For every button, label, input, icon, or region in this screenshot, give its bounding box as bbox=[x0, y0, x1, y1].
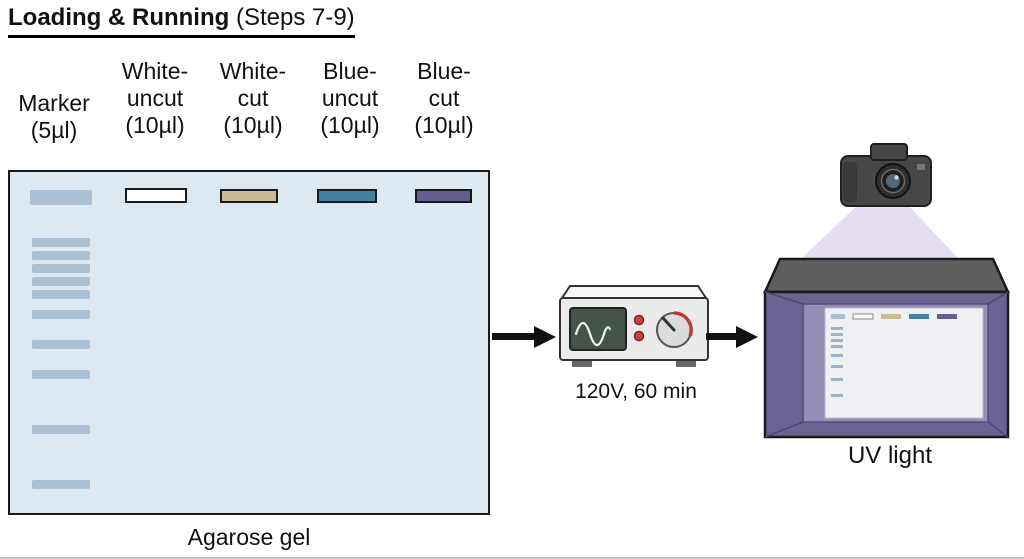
arrow-to-uv-chamber-head bbox=[736, 326, 758, 348]
marker-band bbox=[32, 310, 90, 319]
marker-band bbox=[32, 480, 90, 489]
sine-wave-icon bbox=[574, 321, 612, 347]
marker-band bbox=[32, 340, 90, 349]
power-supply-foot bbox=[676, 361, 696, 367]
uv-chamber-illustration bbox=[763, 143, 1010, 439]
well-white-cut bbox=[220, 189, 278, 203]
light-beam-icon bbox=[801, 202, 959, 259]
lane-label-blue-uncut: Blue- uncut (10µl) bbox=[320, 58, 380, 139]
arrow-to-power-supply-head bbox=[534, 326, 556, 348]
well-white-uncut bbox=[125, 188, 187, 203]
oscilloscope-screen-icon bbox=[569, 307, 627, 351]
well-blue-uncut bbox=[317, 189, 377, 203]
marker-band bbox=[32, 425, 90, 434]
indicator-light-icon bbox=[633, 314, 645, 326]
marker-band bbox=[32, 290, 90, 299]
power-supply-caption: 120V, 60 min bbox=[575, 380, 697, 403]
marker-band bbox=[32, 370, 90, 379]
lane-label-white-uncut: White- uncut (10µl) bbox=[121, 58, 189, 139]
camera-icon bbox=[840, 143, 932, 207]
mini-gel-icon bbox=[824, 307, 984, 419]
marker-band bbox=[32, 264, 90, 273]
arrow-to-power-supply bbox=[492, 333, 534, 340]
title-main-text: Loading & Running bbox=[8, 4, 230, 31]
indicator-light-icon bbox=[633, 330, 645, 342]
uv-chamber-box-icon bbox=[763, 257, 1010, 439]
gel-caption: Agarose gel bbox=[187, 524, 311, 550]
title-suffix-text: (Steps 7-9) bbox=[229, 4, 355, 31]
marker-band bbox=[32, 277, 90, 286]
marker-band bbox=[30, 190, 92, 205]
lane-label-white-cut: White- cut (10µl) bbox=[219, 58, 287, 139]
marker-band bbox=[32, 251, 90, 260]
bottom-edge-divider bbox=[0, 557, 1024, 559]
power-supply-foot bbox=[572, 361, 592, 367]
marker-band bbox=[32, 238, 90, 247]
diagram-title: Loading & Running (Steps 7-9) bbox=[8, 4, 355, 38]
uv-chamber-caption: UV light bbox=[847, 442, 933, 469]
arrow-to-uv-chamber bbox=[706, 333, 736, 340]
power-supply-icon bbox=[559, 285, 709, 367]
lane-label-blue-cut: Blue- cut (10µl) bbox=[414, 58, 474, 139]
well-blue-cut bbox=[415, 189, 472, 203]
lane-label-marker: Marker (5µl) bbox=[18, 90, 90, 144]
agarose-gel bbox=[8, 170, 490, 515]
